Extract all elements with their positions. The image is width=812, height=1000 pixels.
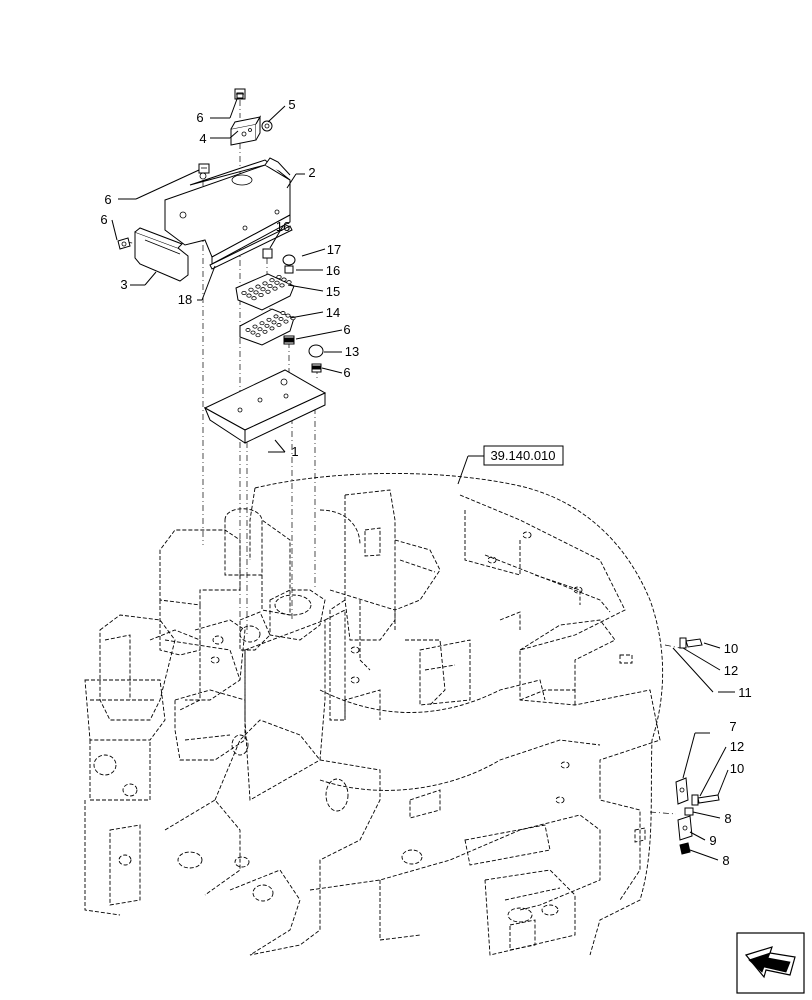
callout-8: 8 bbox=[724, 811, 731, 826]
callout-6: 6 bbox=[343, 365, 350, 380]
callout-10: 10 bbox=[730, 761, 744, 776]
callout-6: 6 bbox=[196, 110, 203, 125]
callout-16: 16 bbox=[326, 263, 340, 278]
bracket-4 bbox=[230, 115, 261, 146]
base-plate-1 bbox=[203, 369, 327, 444]
callout-6: 6 bbox=[343, 322, 350, 337]
callout-6: 6 bbox=[104, 192, 111, 207]
perforation-hole bbox=[272, 286, 278, 291]
perforation-hole bbox=[285, 313, 291, 318]
perforation-hole bbox=[265, 289, 271, 294]
perforation-hole bbox=[241, 290, 247, 296]
perforation-hole bbox=[269, 278, 275, 283]
reference-label: 39.140.010 bbox=[490, 448, 555, 463]
callout-12: 12 bbox=[724, 663, 738, 678]
perforation-hole bbox=[250, 330, 256, 335]
perforation-hole bbox=[252, 324, 258, 329]
callout-9: 9 bbox=[709, 833, 716, 848]
callout-2: 2 bbox=[308, 165, 315, 180]
perforation-hole bbox=[245, 328, 251, 332]
perforation-hole bbox=[269, 326, 275, 331]
callout-3: 3 bbox=[120, 277, 127, 292]
bolt-6-side bbox=[117, 237, 131, 250]
callout-7: 7 bbox=[729, 719, 736, 734]
perforation-hole bbox=[274, 280, 280, 285]
perforation-hole bbox=[251, 296, 257, 301]
callout-18: 18 bbox=[178, 292, 192, 307]
perforation-hole bbox=[253, 290, 259, 295]
perforation-hole bbox=[286, 280, 292, 285]
callout-12: 12 bbox=[730, 739, 744, 754]
perforation-hole bbox=[266, 317, 272, 322]
fastener-16-a bbox=[262, 248, 273, 259]
perforation-hole bbox=[255, 284, 261, 289]
bracket-7 bbox=[675, 777, 689, 805]
callout-16: 16 bbox=[276, 219, 290, 234]
callout-14: 14 bbox=[326, 305, 340, 320]
perforation-hole bbox=[267, 283, 273, 289]
nut-8-upper bbox=[684, 807, 694, 816]
perforation-hole bbox=[276, 274, 282, 280]
callout-4: 4 bbox=[199, 131, 206, 146]
navigation-arrow-icon[interactable] bbox=[736, 932, 805, 994]
perforation-hole bbox=[262, 281, 268, 286]
perforated-plate-15 bbox=[235, 273, 295, 311]
callout-13: 13 bbox=[345, 344, 359, 359]
perforation-hole bbox=[278, 317, 284, 321]
callout-8: 8 bbox=[722, 853, 729, 868]
leader-lines bbox=[111, 98, 735, 861]
perforation-hole bbox=[248, 287, 254, 292]
fastener-16-b bbox=[284, 265, 294, 274]
callout-1: 1 bbox=[291, 444, 298, 459]
callout-6: 6 bbox=[100, 212, 107, 227]
machine-frame-ghost bbox=[84, 473, 664, 956]
nut-5 bbox=[261, 120, 273, 132]
cap-17 bbox=[282, 254, 296, 266]
cap-13 bbox=[308, 344, 324, 358]
perforation-hole bbox=[246, 293, 252, 298]
cover-2 bbox=[164, 157, 291, 265]
perforation-hole bbox=[255, 333, 261, 338]
callout-5: 5 bbox=[288, 97, 295, 112]
reference-box[interactable]: 39.140.010 bbox=[457, 445, 564, 485]
perforation-hole bbox=[283, 319, 289, 324]
callout-labels: 6 5 4 2 6 6 3 18 16 17 16 15 14 6 13 6 1… bbox=[100, 97, 751, 868]
bolt-6-top bbox=[234, 88, 246, 100]
bolt-6-low bbox=[311, 363, 322, 373]
callout-11: 11 bbox=[738, 685, 752, 700]
nut-8-lower bbox=[679, 842, 691, 855]
plate-3 bbox=[134, 227, 189, 282]
perforation-hole bbox=[259, 321, 265, 326]
pad-14 bbox=[239, 308, 296, 346]
strip-18 bbox=[209, 225, 293, 270]
perforation-hole bbox=[264, 323, 270, 328]
perforation-hole bbox=[273, 314, 279, 319]
perforation-hole bbox=[257, 327, 263, 332]
perforation-hole bbox=[258, 292, 264, 298]
perforation-hole bbox=[260, 287, 266, 292]
perforation-hole bbox=[276, 323, 282, 327]
perforation-hole bbox=[262, 329, 268, 334]
callout-10: 10 bbox=[724, 641, 738, 656]
perforation-hole bbox=[280, 311, 286, 315]
bolt-10-low bbox=[691, 794, 720, 806]
fastener-11 bbox=[672, 647, 714, 693]
bolt-10-top bbox=[679, 637, 703, 649]
bolt-6-mid bbox=[283, 335, 295, 345]
bracket-9 bbox=[677, 815, 693, 841]
perforation-hole bbox=[279, 283, 285, 288]
perforation-hole bbox=[271, 320, 277, 325]
callout-17: 17 bbox=[327, 242, 341, 257]
callout-15: 15 bbox=[326, 284, 340, 299]
bolt-6-cover bbox=[198, 163, 210, 174]
perforation-hole bbox=[281, 277, 287, 282]
